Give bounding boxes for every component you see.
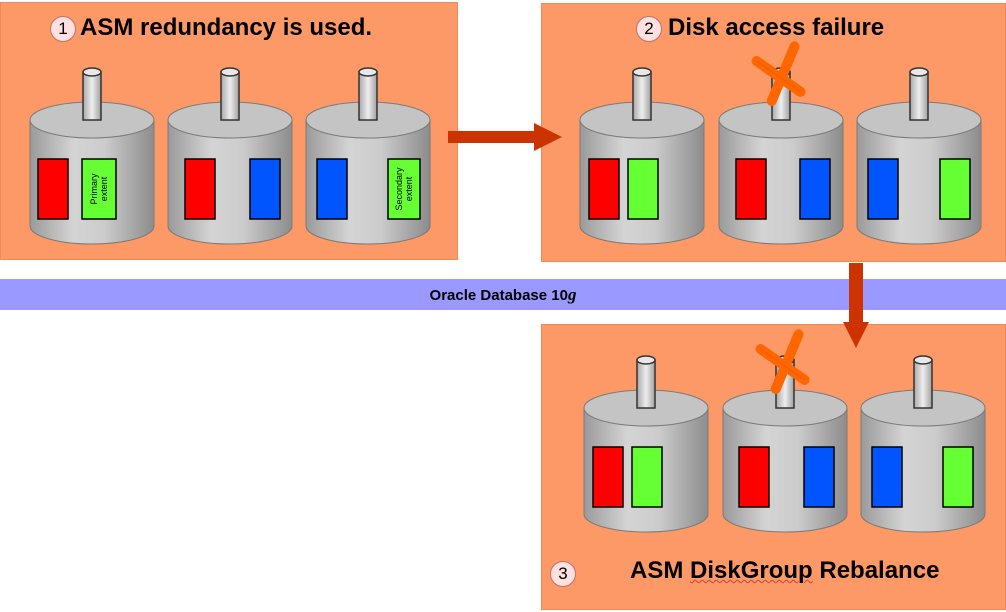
disk-spindle-cap [636, 355, 656, 365]
extent-block [588, 158, 620, 220]
disk-spindle [358, 71, 378, 121]
disk-spindle [220, 71, 240, 121]
extent-block [803, 446, 835, 508]
extent-block [592, 446, 624, 508]
disk-spindle [913, 359, 933, 409]
disk-spindle-cap [220, 67, 240, 77]
extent-block [631, 446, 663, 508]
extent-block [249, 158, 281, 220]
stage-1-disk-2 [167, 67, 293, 245]
band-label: Oracle Database 10g [429, 285, 577, 304]
arrow-down [843, 263, 869, 348]
primary-extent-label: Primaryextent [89, 173, 109, 204]
stage-2-disk-2 [718, 41, 844, 245]
disk-spindle-cap [909, 67, 929, 77]
disk-spindle-cap [358, 67, 378, 77]
extent-block [871, 446, 903, 508]
stage-1-disk-1: Primaryextent [29, 67, 155, 245]
extent-block [627, 158, 659, 220]
extent-block [37, 158, 69, 220]
stage-2-disk-1 [579, 67, 705, 245]
disk-spindle [636, 359, 656, 409]
failure-x-icon [755, 329, 810, 395]
stage-3-title: ASM DiskGroup Rebalance [630, 557, 940, 584]
disk-spindle-cap [913, 355, 933, 365]
extent-block [867, 158, 899, 220]
stage-3-disk-2 [722, 329, 848, 533]
stage-1-title: ASM redundancy is used. [80, 14, 373, 41]
stage-2-number-badge: 2 [636, 16, 662, 42]
stage-3-number-badge: 3 [550, 561, 576, 587]
stage-3-disk-1 [583, 355, 709, 533]
extent-block [738, 446, 770, 508]
stage-3-disk-3 [860, 355, 986, 533]
disk-spindle-cap [82, 67, 102, 77]
extent-block [184, 158, 216, 220]
stage-2-title: Disk access failure [668, 14, 885, 41]
stage-1-number-badge: 1 [50, 16, 76, 42]
extent-block [939, 158, 971, 220]
extent-block [799, 158, 831, 220]
oracle-database-band: Oracle Database 10g [0, 279, 1006, 310]
secondary-extent-label: Secondaryextent [394, 167, 414, 211]
stage-1-disk-3: Secondaryextent [305, 67, 431, 245]
arrow-right [448, 123, 562, 151]
disk-spindle [82, 71, 102, 121]
disk-spindle [909, 71, 929, 121]
extent-block [316, 158, 348, 220]
disk-spindle [632, 71, 652, 121]
extent-block [81, 158, 117, 220]
stage-2-disk-3 [856, 67, 982, 245]
failure-x-icon [751, 41, 806, 107]
extent-block [735, 158, 767, 220]
disk-spindle-cap [632, 67, 652, 77]
extent-block [387, 158, 421, 220]
extent-block [942, 446, 974, 508]
